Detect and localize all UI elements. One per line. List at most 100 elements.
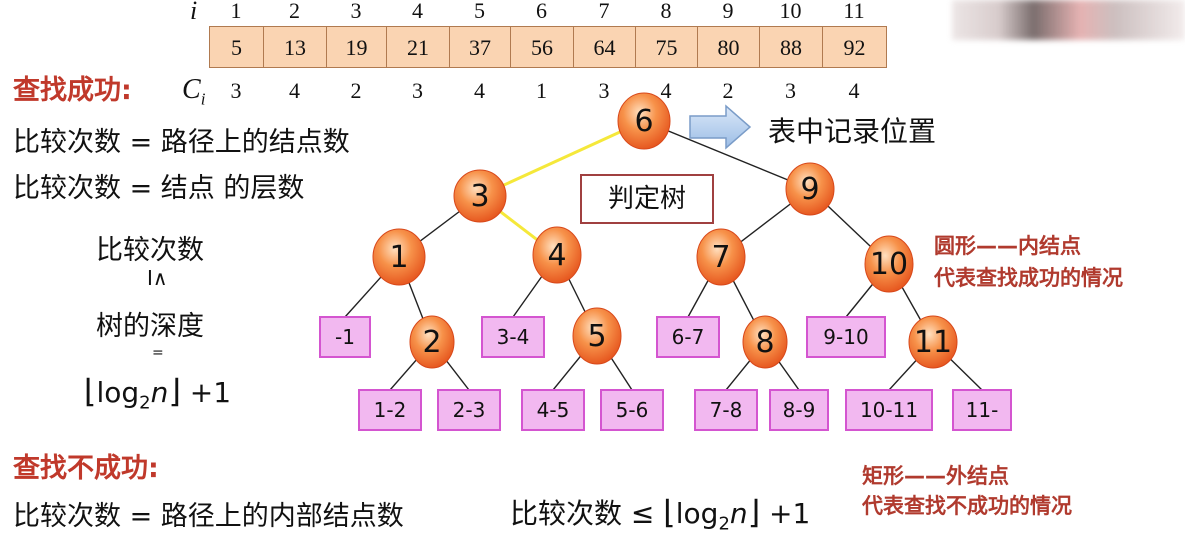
external-node-label: 5-6 [616, 398, 649, 422]
external-node-label: 2-3 [453, 398, 486, 422]
external-node [358, 389, 422, 431]
external-node [656, 316, 720, 358]
index-label: 8 [660, 0, 672, 23]
external-node-label: 9-10 [823, 325, 868, 349]
internal-node [696, 228, 746, 286]
success-line-1: 比较次数 = 路径上的结点数 [13, 127, 350, 158]
comparison-count: 1 [536, 78, 547, 103]
comparison-count: 3 [230, 78, 242, 103]
index-label: 3 [350, 0, 362, 23]
comparison-count: 4 [289, 78, 300, 103]
tree-edge [643, 120, 811, 190]
failure-formula: 比较次数 ≤ ⌊log2n⌋ +1 [510, 493, 811, 535]
internal-node-label: 2 [422, 325, 441, 360]
internal-node [572, 307, 622, 365]
external-node-label: 7-8 [710, 398, 743, 422]
table-cell: 64 [573, 26, 636, 68]
external-node [481, 316, 545, 358]
internal-node-label: 3 [470, 179, 489, 214]
circle-note-desc: 代表查找成功的情况 [934, 266, 1123, 290]
internal-node-label: 8 [755, 325, 774, 360]
table-cell: 21 [386, 26, 450, 68]
ci-label: Ci [182, 74, 206, 109]
index-label: 11 [843, 0, 865, 23]
table-cell: 88 [759, 26, 823, 68]
external-node [600, 389, 664, 431]
index-label: 5 [474, 0, 485, 23]
internal-node-label: 11 [914, 325, 952, 360]
table-cell: 92 [822, 26, 887, 68]
table-cell: 56 [510, 26, 574, 68]
comparison-count: 2 [722, 78, 734, 103]
internal-node-label: 1 [389, 240, 408, 275]
internal-node-label: 7 [711, 240, 730, 275]
failure-title: 查找不成功: [13, 453, 159, 484]
external-node-label: 6-7 [672, 325, 705, 349]
internal-node-label: 4 [547, 238, 566, 273]
external-node-label: 11- [966, 398, 999, 422]
external-node [319, 316, 371, 358]
comparison-count: 2 [350, 78, 362, 103]
external-node [769, 389, 829, 431]
comparison-count: 4 [848, 78, 860, 103]
external-node-label: 10-11 [860, 398, 918, 422]
right-arrow-icon [689, 104, 752, 150]
external-node [521, 389, 585, 431]
internal-node [908, 315, 958, 369]
success-title: 查找成功: [13, 75, 132, 106]
internal-node [742, 315, 788, 369]
comparison-count: 3 [412, 78, 423, 103]
arrow-label: 表中记录位置 [768, 115, 937, 148]
comparison-count: 4 [660, 78, 672, 103]
index-label: 9 [722, 0, 734, 23]
stack-mid: 树的深度 [96, 311, 204, 342]
external-node [437, 389, 501, 431]
index-label: 10 [779, 0, 802, 23]
internal-node [532, 226, 582, 284]
failure-line-1: 比较次数 = 路径上的内部结点数 [13, 501, 404, 532]
internal-node [372, 228, 426, 286]
external-node [806, 316, 886, 358]
blurred-region [952, 0, 1185, 40]
success-formula: ⌊log2n⌋ +1 [84, 372, 232, 414]
external-node-label: 8-9 [783, 398, 816, 422]
table-cell: 19 [326, 26, 387, 68]
internal-node-label: 9 [800, 172, 819, 207]
i-label: i [190, 0, 198, 25]
rect-note-title: 矩形——外结点 [862, 464, 1009, 488]
stack-top: 比较次数 [96, 235, 204, 266]
internal-node [617, 92, 671, 150]
internal-node-label: 10 [870, 247, 908, 282]
table-cell: 75 [635, 26, 698, 68]
index-label: 6 [536, 0, 547, 23]
external-node-label: 3-4 [497, 325, 530, 349]
success-line-2: 比较次数 = 结点 的层数 [13, 173, 305, 204]
comparison-count: 3 [785, 78, 796, 103]
comparison-count: 4 [474, 78, 485, 103]
internal-node-label: 6 [634, 104, 653, 139]
table-cell: 5 [209, 26, 264, 68]
index-label: 4 [412, 0, 423, 23]
index-label: 7 [598, 0, 610, 23]
internal-node [785, 162, 835, 216]
internal-node-label: 5 [587, 319, 606, 354]
internal-node [864, 235, 914, 293]
internal-node [409, 315, 455, 369]
circle-note-title: 圆形——内结点 [934, 234, 1081, 258]
external-node-label: 1-2 [374, 398, 407, 422]
le-symbol: I∧ [147, 266, 168, 290]
external-node-label: -1 [335, 325, 355, 349]
table-cell: 13 [263, 26, 327, 68]
external-node [845, 389, 933, 431]
eq-symbol: = [152, 345, 164, 361]
table-cell: 37 [449, 26, 511, 68]
external-node [694, 389, 758, 431]
index-label: 1 [230, 0, 242, 23]
rect-note-desc: 代表查找不成功的情况 [862, 494, 1072, 518]
comparison-count: 3 [598, 78, 610, 103]
external-node-label: 4-5 [537, 398, 570, 422]
highlighted-edge [479, 119, 645, 198]
external-node [952, 389, 1012, 431]
judge-tree-label: 判定树 [580, 174, 714, 224]
